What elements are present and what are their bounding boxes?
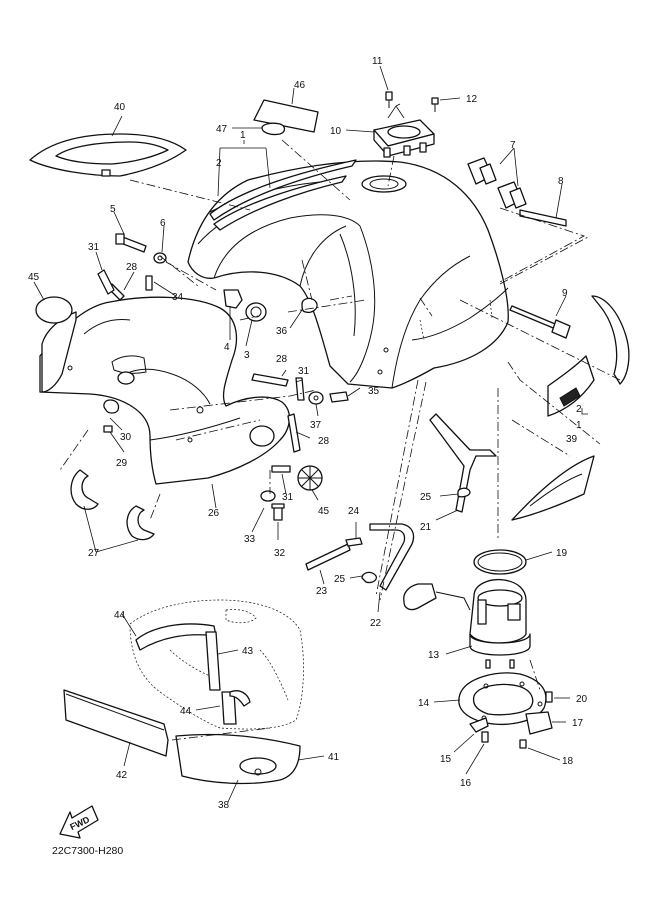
callout-28: 28 [126, 262, 138, 273]
callout-7: 7 [510, 140, 516, 151]
callout-29: 29 [116, 458, 128, 469]
fuel-tank [187, 160, 509, 389]
tank-pad [29, 133, 187, 177]
callout-16: 16 [460, 778, 472, 789]
breather-hoses [305, 413, 497, 591]
callout-12: 12 [466, 94, 478, 105]
left-side-cover [39, 296, 290, 485]
callout-38: 38 [218, 800, 230, 811]
fwd-arrow-icon: FWD [59, 805, 99, 839]
callout-18: 18 [562, 756, 574, 767]
callout-22: 22 [370, 618, 382, 629]
callout-28-lower: 28 [318, 436, 330, 447]
under-panels [63, 689, 301, 785]
callout-25: 25 [420, 492, 432, 503]
callout-2-right: 2 [576, 404, 582, 415]
hardware-left [97, 233, 318, 433]
callout-41: 41 [328, 752, 340, 763]
callout-46: 46 [294, 80, 306, 91]
callout-30: 30 [120, 432, 132, 443]
callout-42: 42 [116, 770, 128, 781]
callout-44-lower: 44 [180, 706, 192, 717]
callout-21: 21 [420, 522, 432, 533]
callout-31-center: 31 [298, 366, 310, 377]
callout-26: 26 [208, 508, 220, 519]
callout-31-lower: 31 [282, 492, 294, 503]
callout-31: 31 [88, 242, 100, 253]
dampers [467, 157, 567, 227]
diagram-code: 22C7300-H280 [52, 845, 123, 857]
callout-4: 4 [224, 342, 230, 353]
callout-43: 43 [242, 646, 254, 657]
callout-14: 14 [418, 698, 430, 709]
callout-33: 33 [244, 534, 256, 545]
callout-47: 47 [216, 124, 228, 135]
pump-flange [458, 672, 553, 749]
callout-28-center: 28 [276, 354, 288, 365]
callout-37: 37 [310, 420, 322, 431]
rubber-grommets [70, 469, 155, 541]
round-plate-45-left [35, 296, 73, 324]
callout-27: 27 [88, 548, 100, 559]
callout-35: 35 [368, 386, 380, 397]
callout-15: 15 [440, 754, 452, 765]
callout-3: 3 [244, 350, 250, 361]
callout-25-lower: 25 [334, 574, 346, 585]
callout-9: 9 [562, 288, 568, 299]
callout-32: 32 [274, 548, 286, 559]
callout-5: 5 [110, 204, 116, 215]
callout-11: 11 [372, 56, 383, 67]
right-side-cover [547, 295, 630, 417]
callout-19: 19 [556, 548, 568, 559]
side-panel-39 [511, 455, 595, 521]
callout-45: 45 [28, 272, 40, 283]
fuel-pump [403, 549, 531, 669]
callout-39: 39 [566, 434, 578, 445]
callout-17: 17 [572, 718, 584, 729]
callout-10: 10 [330, 126, 342, 137]
callout-1-right: 1 [576, 420, 582, 431]
callout-1: 1 [240, 130, 246, 141]
callout-leaders [33, 65, 588, 803]
assembly-lines [59, 139, 621, 741]
callout-36: 36 [276, 326, 288, 337]
callout-24: 24 [348, 506, 360, 517]
callout-13: 13 [428, 650, 440, 661]
callout-40: 40 [114, 102, 126, 113]
hardware-center [249, 391, 349, 521]
callout-20: 20 [576, 694, 588, 705]
center-panel-pad [253, 99, 319, 136]
tank-stripe-decal [209, 159, 357, 231]
fuel-cap-assembly [373, 91, 439, 158]
callout-44: 44 [114, 610, 126, 621]
callout-labels: 11 12 10 46 47 40 1 2 7 8 9 2 1 5 6 31 2… [28, 56, 588, 811]
callout-2: 2 [216, 158, 222, 169]
bolt-9 [509, 305, 571, 339]
callout-23: 23 [316, 586, 328, 597]
callout-34: 34 [172, 292, 184, 303]
callout-8: 8 [558, 176, 564, 187]
callout-45-center: 45 [318, 506, 330, 517]
tank-cover [129, 599, 304, 730]
callout-6: 6 [160, 218, 166, 229]
